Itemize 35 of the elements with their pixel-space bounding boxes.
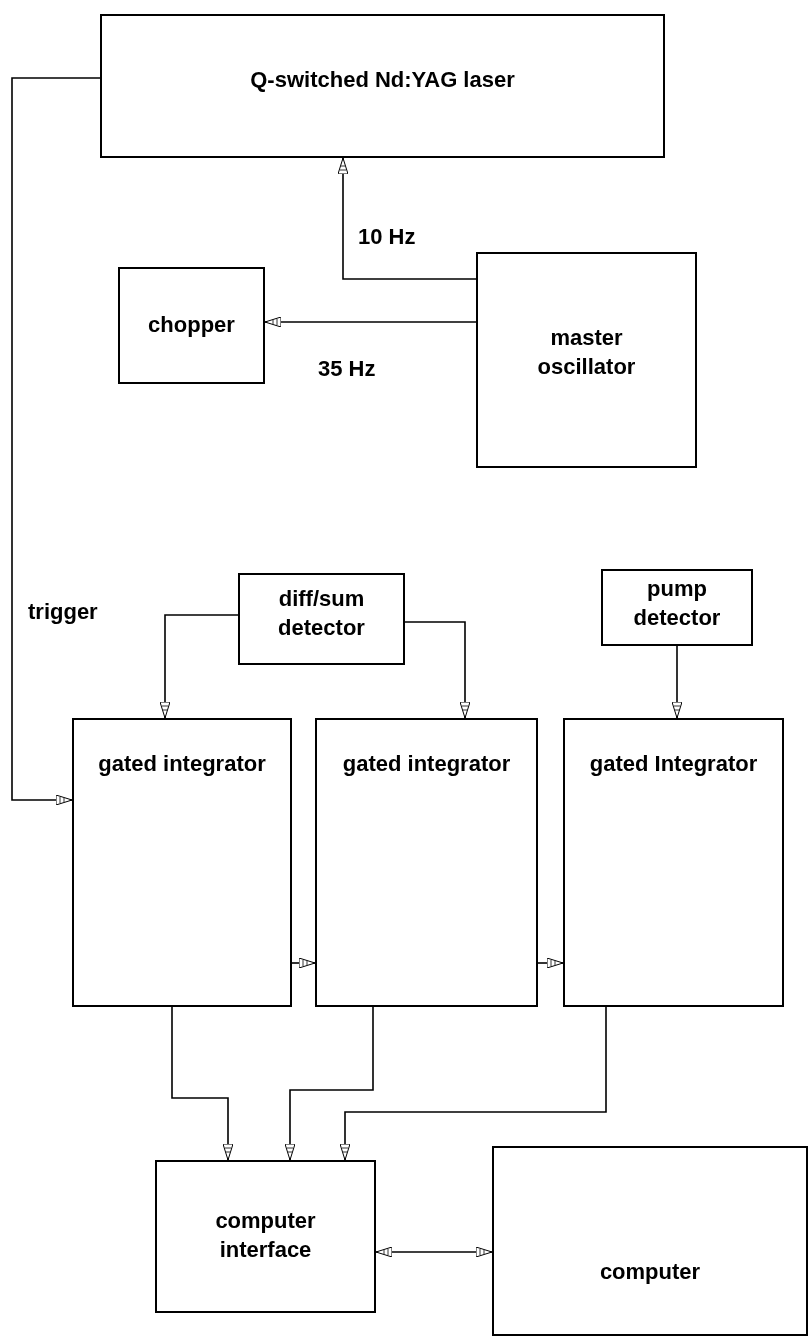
arrow (159, 614, 239, 719)
process-box (155, 1160, 376, 1313)
box-label: pump detector (632, 575, 722, 632)
box-label: gated Integrator (588, 750, 759, 778)
process-box (476, 252, 697, 468)
box-label: computer (598, 1258, 702, 1286)
process-box (238, 573, 405, 665)
box-label: Q-switched Nd:YAG laser (249, 66, 516, 94)
arrow (537, 957, 564, 969)
arrow (11, 77, 101, 806)
process-box (315, 718, 538, 1007)
process-box (492, 1146, 808, 1336)
arrow (291, 957, 316, 969)
arrow (375, 1246, 493, 1258)
edge-label: 35 Hz (318, 355, 376, 383)
process-box (118, 267, 265, 384)
arrow (339, 1006, 607, 1161)
box-label: master oscillator (536, 324, 637, 381)
arrow (671, 645, 683, 719)
arrow (171, 1006, 234, 1161)
process-box (563, 718, 784, 1007)
arrow (264, 316, 477, 328)
process-box (601, 569, 753, 646)
box-label: chopper (147, 311, 236, 339)
edge-label: trigger (28, 598, 98, 626)
box-label: diff/sum detector (277, 585, 366, 642)
edge-label: 10 Hz (358, 223, 416, 251)
box-label: computer interface (214, 1207, 317, 1264)
arrow (337, 157, 477, 280)
box-label: gated integrator (97, 750, 267, 778)
arrow (404, 621, 471, 719)
process-box (100, 14, 665, 158)
box-label: gated integrator (341, 750, 512, 778)
arrow (284, 1006, 374, 1161)
process-box (72, 718, 292, 1007)
